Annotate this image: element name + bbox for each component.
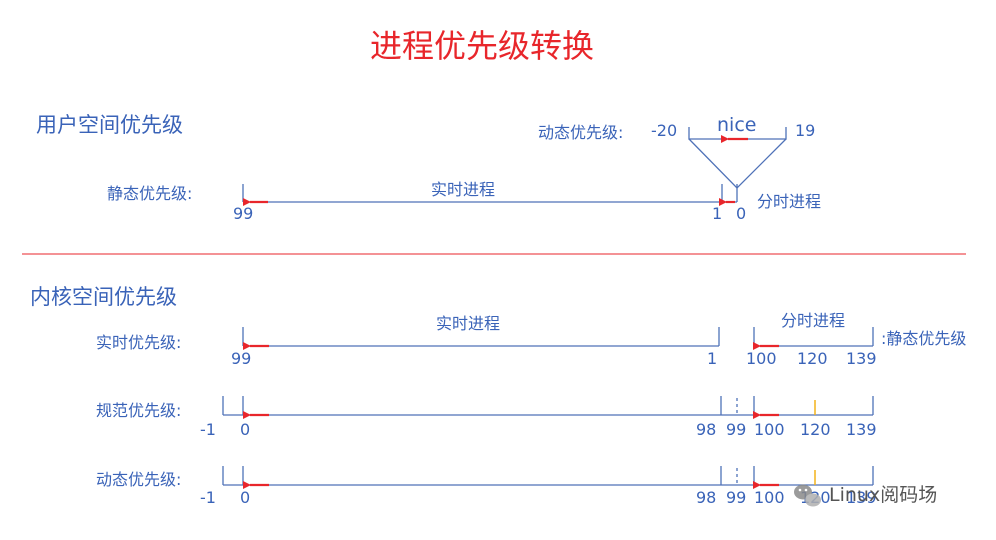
user-static-label: 静态优先级: xyxy=(107,184,193,203)
dp-tick-99: 99 xyxy=(726,488,747,507)
np-tick-98: 98 xyxy=(696,420,717,439)
dp-tick-98: 98 xyxy=(696,488,717,507)
np-tick-139: 139 xyxy=(846,420,877,439)
nice-min-value: -20 xyxy=(651,121,678,140)
user-realtime-text: 实时进程 xyxy=(431,180,496,199)
wechat-icon xyxy=(794,484,821,507)
dp-tick-100: 100 xyxy=(754,488,785,507)
np-tick--1: -1 xyxy=(200,420,216,439)
np-tick-120: 120 xyxy=(800,420,831,439)
nice-max-value: 19 xyxy=(795,121,816,140)
kernel-timeshare-text: 分时进程 xyxy=(781,311,846,330)
user-tick-1: 1 xyxy=(712,204,723,223)
dp-tick--1: -1 xyxy=(200,488,216,507)
watermark: Linux阅码场 xyxy=(829,484,938,506)
user-space-heading: 用户空间优先级 xyxy=(36,113,183,137)
page-title: 进程优先级转换 xyxy=(370,27,595,65)
rt-tick-139: 139 xyxy=(846,349,877,368)
user-dynamic-label: 动态优先级: xyxy=(538,123,624,142)
user-tick-0: 0 xyxy=(736,204,747,223)
nice-bracket xyxy=(688,127,787,189)
kernel-static-suffix: :静态优先级 xyxy=(881,329,967,348)
user-tick-99: 99 xyxy=(233,204,254,223)
rt-tick-120: 120 xyxy=(797,349,828,368)
rt-tick-100: 100 xyxy=(746,349,777,368)
user-timeshare-text: 分时进程 xyxy=(757,192,822,211)
dp-axis xyxy=(222,466,874,486)
rt-axis-left xyxy=(242,327,720,347)
np-tick-99: 99 xyxy=(726,420,747,439)
rt-tick-1: 1 xyxy=(707,349,718,368)
dp-tick-0: 0 xyxy=(240,488,251,507)
rt-tick-99: 99 xyxy=(231,349,252,368)
kernel-normal-label: 规范优先级: xyxy=(96,401,182,420)
kernel-realtime-label: 实时优先级: xyxy=(96,333,182,352)
np-axis xyxy=(222,396,874,416)
dp-tick-139: 139 xyxy=(846,488,877,507)
rt-axis-right xyxy=(753,327,874,347)
np-tick-0: 0 xyxy=(240,420,251,439)
np-tick-100: 100 xyxy=(754,420,785,439)
user-static-axis xyxy=(242,184,738,203)
kernel-realtime-text: 实时进程 xyxy=(436,314,501,333)
kernel-dynamic-label: 动态优先级: xyxy=(96,470,182,489)
kernel-space-heading: 内核空间优先级 xyxy=(30,285,177,309)
nice-label: nice xyxy=(717,114,757,136)
